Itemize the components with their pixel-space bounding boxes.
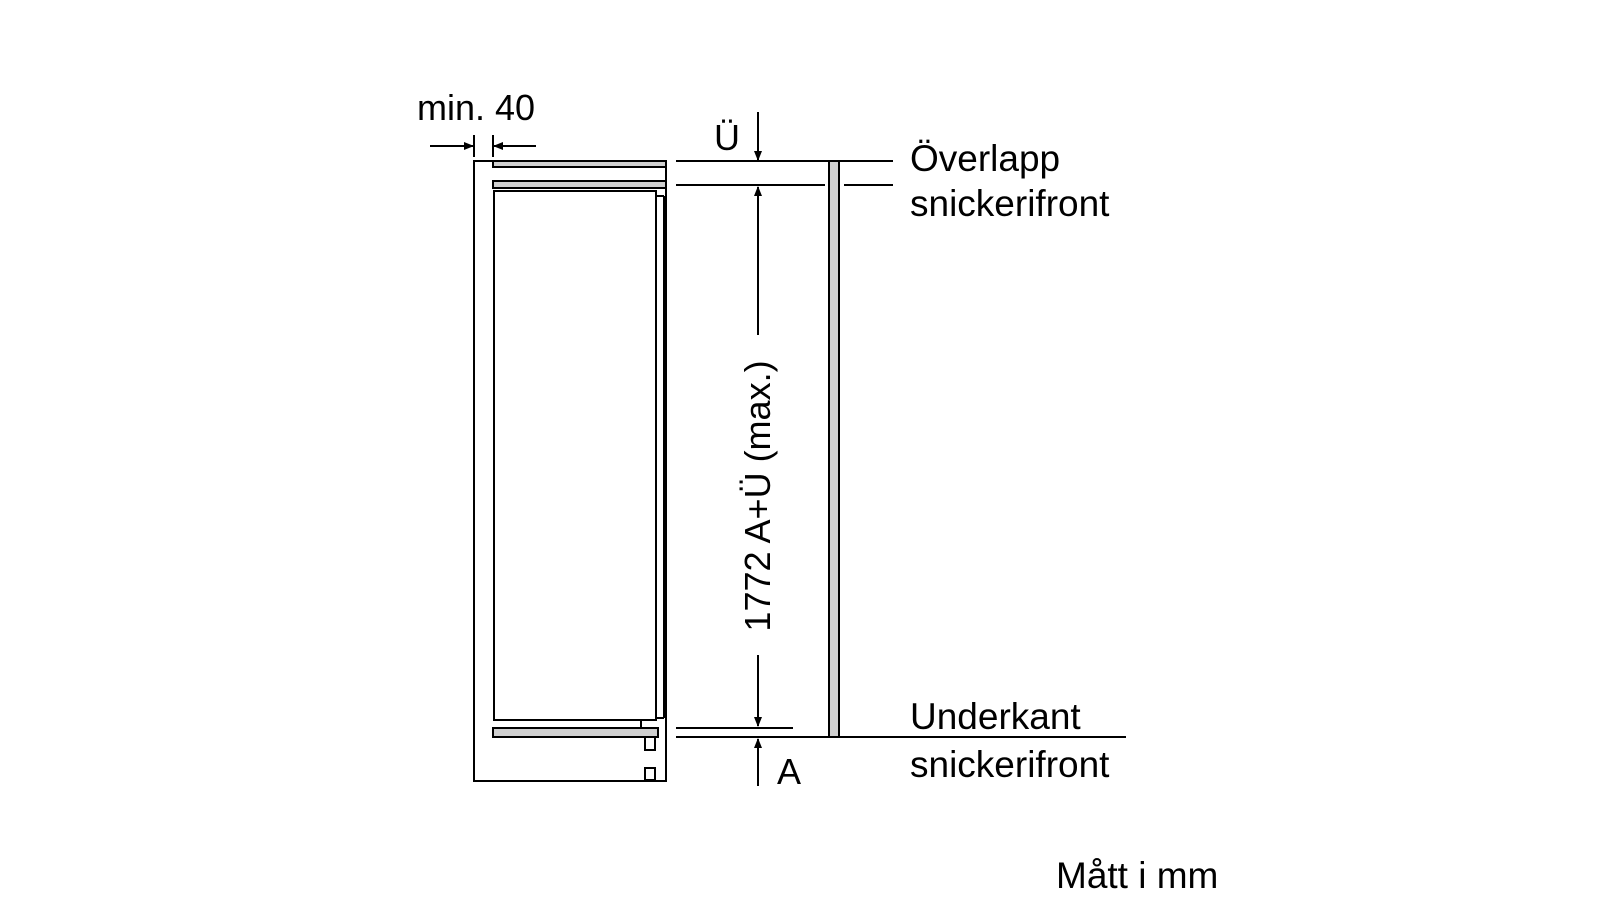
appliance-feet (644, 736, 656, 781)
min-gap-label: min. 40 (417, 87, 535, 128)
units-note: Mått i mm (1056, 855, 1218, 896)
reference-lines (676, 160, 1126, 738)
overlap-label-line1: Överlapp (910, 138, 1060, 179)
bottom-edge-label-line1: Underkant (910, 696, 1081, 737)
cabinet-niche (473, 160, 667, 782)
top-shelf-lower (492, 180, 667, 189)
overlap-dimension: Ü (714, 112, 762, 161)
furniture-front-panel (828, 160, 840, 738)
bottom-edge-label-line2: snickerifront (910, 744, 1110, 785)
height-dimension-label: 1772 A+Ü (max.) (737, 360, 778, 631)
appliance-body (493, 190, 665, 728)
bottom-offset-dimension: A (754, 738, 801, 792)
height-dimension: 1772 A+Ü (max.) (737, 186, 778, 727)
bottom-shelf (492, 727, 659, 738)
overlap-symbol-label: Ü (714, 117, 740, 158)
top-shelf-upper (492, 160, 667, 168)
bottom-symbol-label: A (777, 751, 801, 792)
overlap-label-line2: snickerifront (910, 183, 1110, 224)
top-shelves (492, 160, 667, 189)
min-gap-dimension: min. 40 (417, 87, 536, 157)
